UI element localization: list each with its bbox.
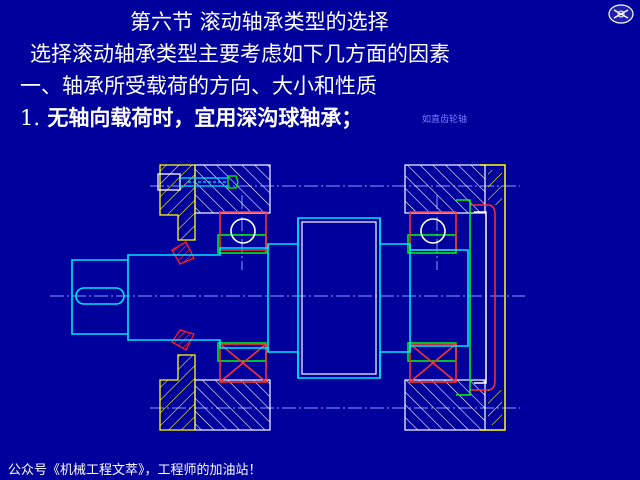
left-bearing <box>219 211 267 383</box>
right-end-cover <box>470 164 506 431</box>
item-text: 无轴向载荷时，宜用深沟球轴承； <box>47 105 363 130</box>
cover-bolt <box>157 173 239 191</box>
housing-left <box>194 164 271 431</box>
footer-text: 公众号《机械工程文萃》，工程师的加油站！ <box>8 463 262 478</box>
list-item: 1. 无轴向载荷时，宜用深沟球轴承； <box>20 102 362 132</box>
spacers <box>217 199 471 396</box>
item-number: 1. <box>20 106 41 130</box>
slide-subtitle: 选择滚动轴承类型主要考虑如下几方面的因素 <box>30 42 450 66</box>
shaft <box>71 217 469 379</box>
slide-title: 第六节 滚动轴承类型的选择 <box>130 10 389 34</box>
left-end-cover <box>159 164 196 431</box>
centerlines <box>50 185 525 409</box>
section-heading: 一、轴承所受载荷的方向、大小和性质 <box>20 74 377 98</box>
item-note: 如直齿轮轴 <box>422 115 468 125</box>
right-cover-hatch <box>488 170 502 425</box>
gx-logo-icon <box>608 4 634 24</box>
right-bearing <box>409 211 457 383</box>
gear-body <box>301 221 377 375</box>
